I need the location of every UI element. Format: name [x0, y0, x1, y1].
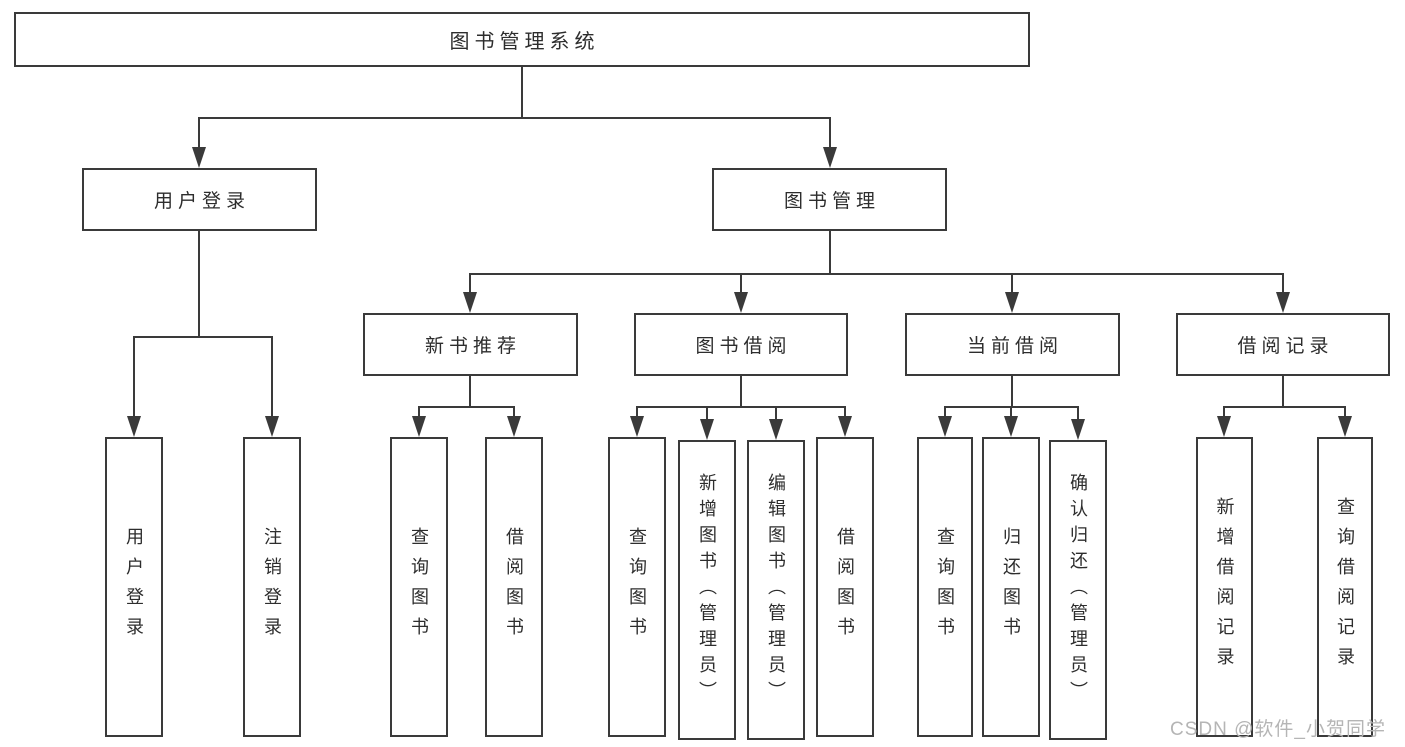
node-leaf-borrow-books: 借阅图书 — [816, 437, 874, 737]
arrowhead-leaf-return — [1004, 416, 1018, 437]
node-leaf-confirm-return-admin: 确认归还（管理员） — [1049, 440, 1107, 740]
arrowhead-leaf-query2 — [630, 416, 644, 437]
node-borrowing-records: 借阅记录 — [1176, 313, 1390, 376]
node-user-login: 用户登录 — [82, 168, 317, 231]
arrowhead-leaf-borrow2 — [838, 416, 852, 437]
connector-recommend-stem — [469, 273, 471, 294]
connector-current-stem — [1011, 273, 1013, 294]
node-library-management-system: 图书管理系统 — [14, 12, 1030, 67]
connector-root-stem — [521, 67, 523, 119]
arrowhead-leaf-add-book — [700, 419, 714, 440]
node-book-management: 图书管理 — [712, 168, 947, 231]
connector-borrowing-stem — [740, 273, 742, 294]
connector-records-rail — [1223, 406, 1346, 408]
connector-borrowing-rail — [636, 406, 846, 408]
connector-records-stem — [1282, 273, 1284, 294]
arrowhead-leaf-confirm — [1071, 419, 1085, 440]
connector-book-mgmt-stem — [829, 117, 831, 149]
arrowhead-book-mgmt — [823, 147, 837, 168]
arrowhead-leaf-edit-book — [769, 419, 783, 440]
connector-leaf-edit-book-stem — [775, 406, 777, 421]
arrowhead-current — [1005, 292, 1019, 313]
arrowhead-leaf-add-record — [1217, 416, 1231, 437]
connector-book-mgmt-down — [829, 231, 831, 275]
connector-leaf-add-record-stem — [1223, 406, 1225, 418]
connector-leaf-borrow2-stem — [844, 406, 846, 418]
arrowhead-leaf-query3 — [938, 416, 952, 437]
arrowhead-user-login — [192, 147, 206, 168]
node-leaf-query-books-current: 查询图书 — [917, 437, 973, 737]
node-new-book-recommend: 新书推荐 — [363, 313, 578, 376]
connector-leaf-query-record-stem — [1344, 406, 1346, 418]
connector-user-login-down — [198, 231, 200, 338]
connector-leaf-query3-stem — [944, 406, 946, 418]
arrowhead-leaf-borrow1 — [507, 416, 521, 437]
connector-leaf-return-stem — [1010, 406, 1012, 418]
node-leaf-return-books: 归还图书 — [982, 437, 1040, 737]
connector-leaf-query1-stem — [418, 406, 420, 418]
connector-leaf-logout-stem — [271, 336, 273, 418]
node-leaf-query-borrow-record: 查询借阅记录 — [1317, 437, 1373, 737]
connector-leaf-user-login-stem — [133, 336, 135, 418]
connector-current-down — [1011, 376, 1013, 408]
node-leaf-query-books-borrow: 查询图书 — [608, 437, 666, 737]
arrowhead-recommend — [463, 292, 477, 313]
connector-recommend-rail — [418, 406, 515, 408]
connector-user-login-stem — [198, 117, 200, 149]
connector-records-down — [1282, 376, 1284, 408]
connector-level2-rail — [198, 117, 831, 119]
connector-recommend-down — [469, 376, 471, 408]
arrowhead-records — [1276, 292, 1290, 313]
node-leaf-add-borrow-record: 新增借阅记录 — [1196, 437, 1253, 737]
arrowhead-leaf-query1 — [412, 416, 426, 437]
arrowhead-leaf-user-login — [127, 416, 141, 437]
connector-leaf-borrow1-stem — [513, 406, 515, 418]
connector-level3-rail — [469, 273, 1284, 275]
connector-leaf-query2-stem — [636, 406, 638, 418]
connector-borrowing-down — [740, 376, 742, 408]
arrowhead-leaf-query-record — [1338, 416, 1352, 437]
connector-leaf-confirm-stem — [1077, 406, 1079, 421]
arrowhead-leaf-logout — [265, 416, 279, 437]
node-leaf-query-books-recommend: 查询图书 — [390, 437, 448, 737]
node-book-borrowing: 图书借阅 — [634, 313, 848, 376]
arrowhead-borrowing — [734, 292, 748, 313]
node-current-borrowing: 当前借阅 — [905, 313, 1120, 376]
node-leaf-edit-book-admin: 编辑图书（管理员） — [747, 440, 805, 740]
node-leaf-borrow-books-recommend: 借阅图书 — [485, 437, 543, 737]
node-leaf-logout: 注销登录 — [243, 437, 301, 737]
node-leaf-add-book-admin: 新增图书（管理员） — [678, 440, 736, 740]
connector-leaf-add-book-stem — [706, 406, 708, 421]
node-leaf-user-login: 用户登录 — [105, 437, 163, 737]
connector-user-login-rail — [133, 336, 273, 338]
csdn-watermark: CSDN @软件_小贺同学 — [1170, 719, 1386, 740]
